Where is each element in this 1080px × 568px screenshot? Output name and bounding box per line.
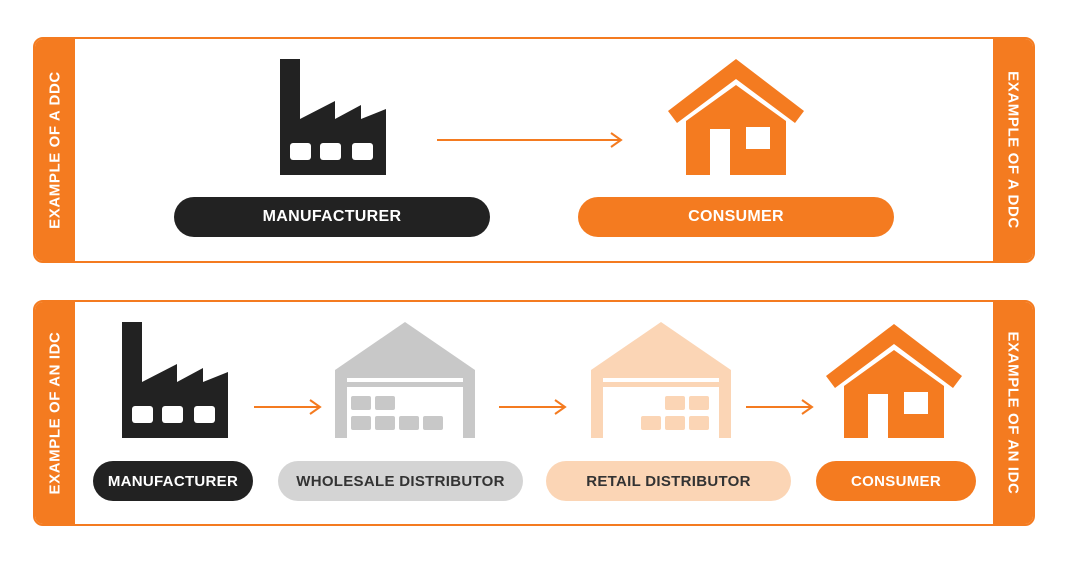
consumer-pill: CONSUMER: [816, 461, 976, 501]
warehouse-icon: [591, 322, 731, 438]
flow-arrow: [746, 399, 814, 415]
manufacturer-label: MANUFACTURER: [107, 472, 239, 490]
ddc-panel: EXAMPLE OF A DDC EXAMPLE OF A DDC MANUFA…: [33, 37, 1035, 263]
factory-icon: [122, 322, 228, 438]
retail-distributor-pill: RETAIL DISTRIBUTOR: [546, 461, 791, 501]
consumer-pill: CONSUMER: [578, 197, 894, 237]
idc-side-label-left: EXAMPLE OF AN IDC: [46, 331, 64, 495]
factory-icon: [280, 59, 386, 175]
ddc-side-label-left: EXAMPLE OF A DDC: [46, 71, 64, 229]
house-icon: [668, 59, 804, 175]
manufacturer-pill: MANUFACTURER: [93, 461, 253, 501]
ddc-side-label-right: EXAMPLE OF A DDC: [1004, 71, 1022, 229]
house-icon: [826, 324, 962, 438]
idc-side-bar-right: EXAMPLE OF AN IDC: [993, 302, 1033, 524]
manufacturer-pill: MANUFACTURER: [174, 197, 490, 237]
idc-panel: EXAMPLE OF AN IDC EXAMPLE OF AN IDC: [33, 300, 1035, 526]
wholesale-distributor-label: WHOLESALE DISTRIBUTOR: [296, 472, 505, 490]
manufacturer-label: MANUFACTURER: [262, 208, 402, 225]
retail-distributor-label: RETAIL DISTRIBUTOR: [586, 472, 751, 490]
flow-arrow: [437, 132, 623, 148]
consumer-label: CONSUMER: [851, 472, 941, 490]
flow-arrow: [254, 399, 322, 415]
wholesale-distributor-pill: WHOLESALE DISTRIBUTOR: [278, 461, 523, 501]
flow-arrow: [499, 399, 567, 415]
ddc-side-bar-right: EXAMPLE OF A DDC: [993, 39, 1033, 261]
ddc-side-bar-left: EXAMPLE OF A DDC: [35, 39, 75, 261]
consumer-label: CONSUMER: [688, 208, 784, 225]
warehouse-icon: [335, 322, 475, 438]
idc-side-bar-left: EXAMPLE OF AN IDC: [35, 302, 75, 524]
idc-side-label-right: EXAMPLE OF AN IDC: [1004, 331, 1022, 495]
